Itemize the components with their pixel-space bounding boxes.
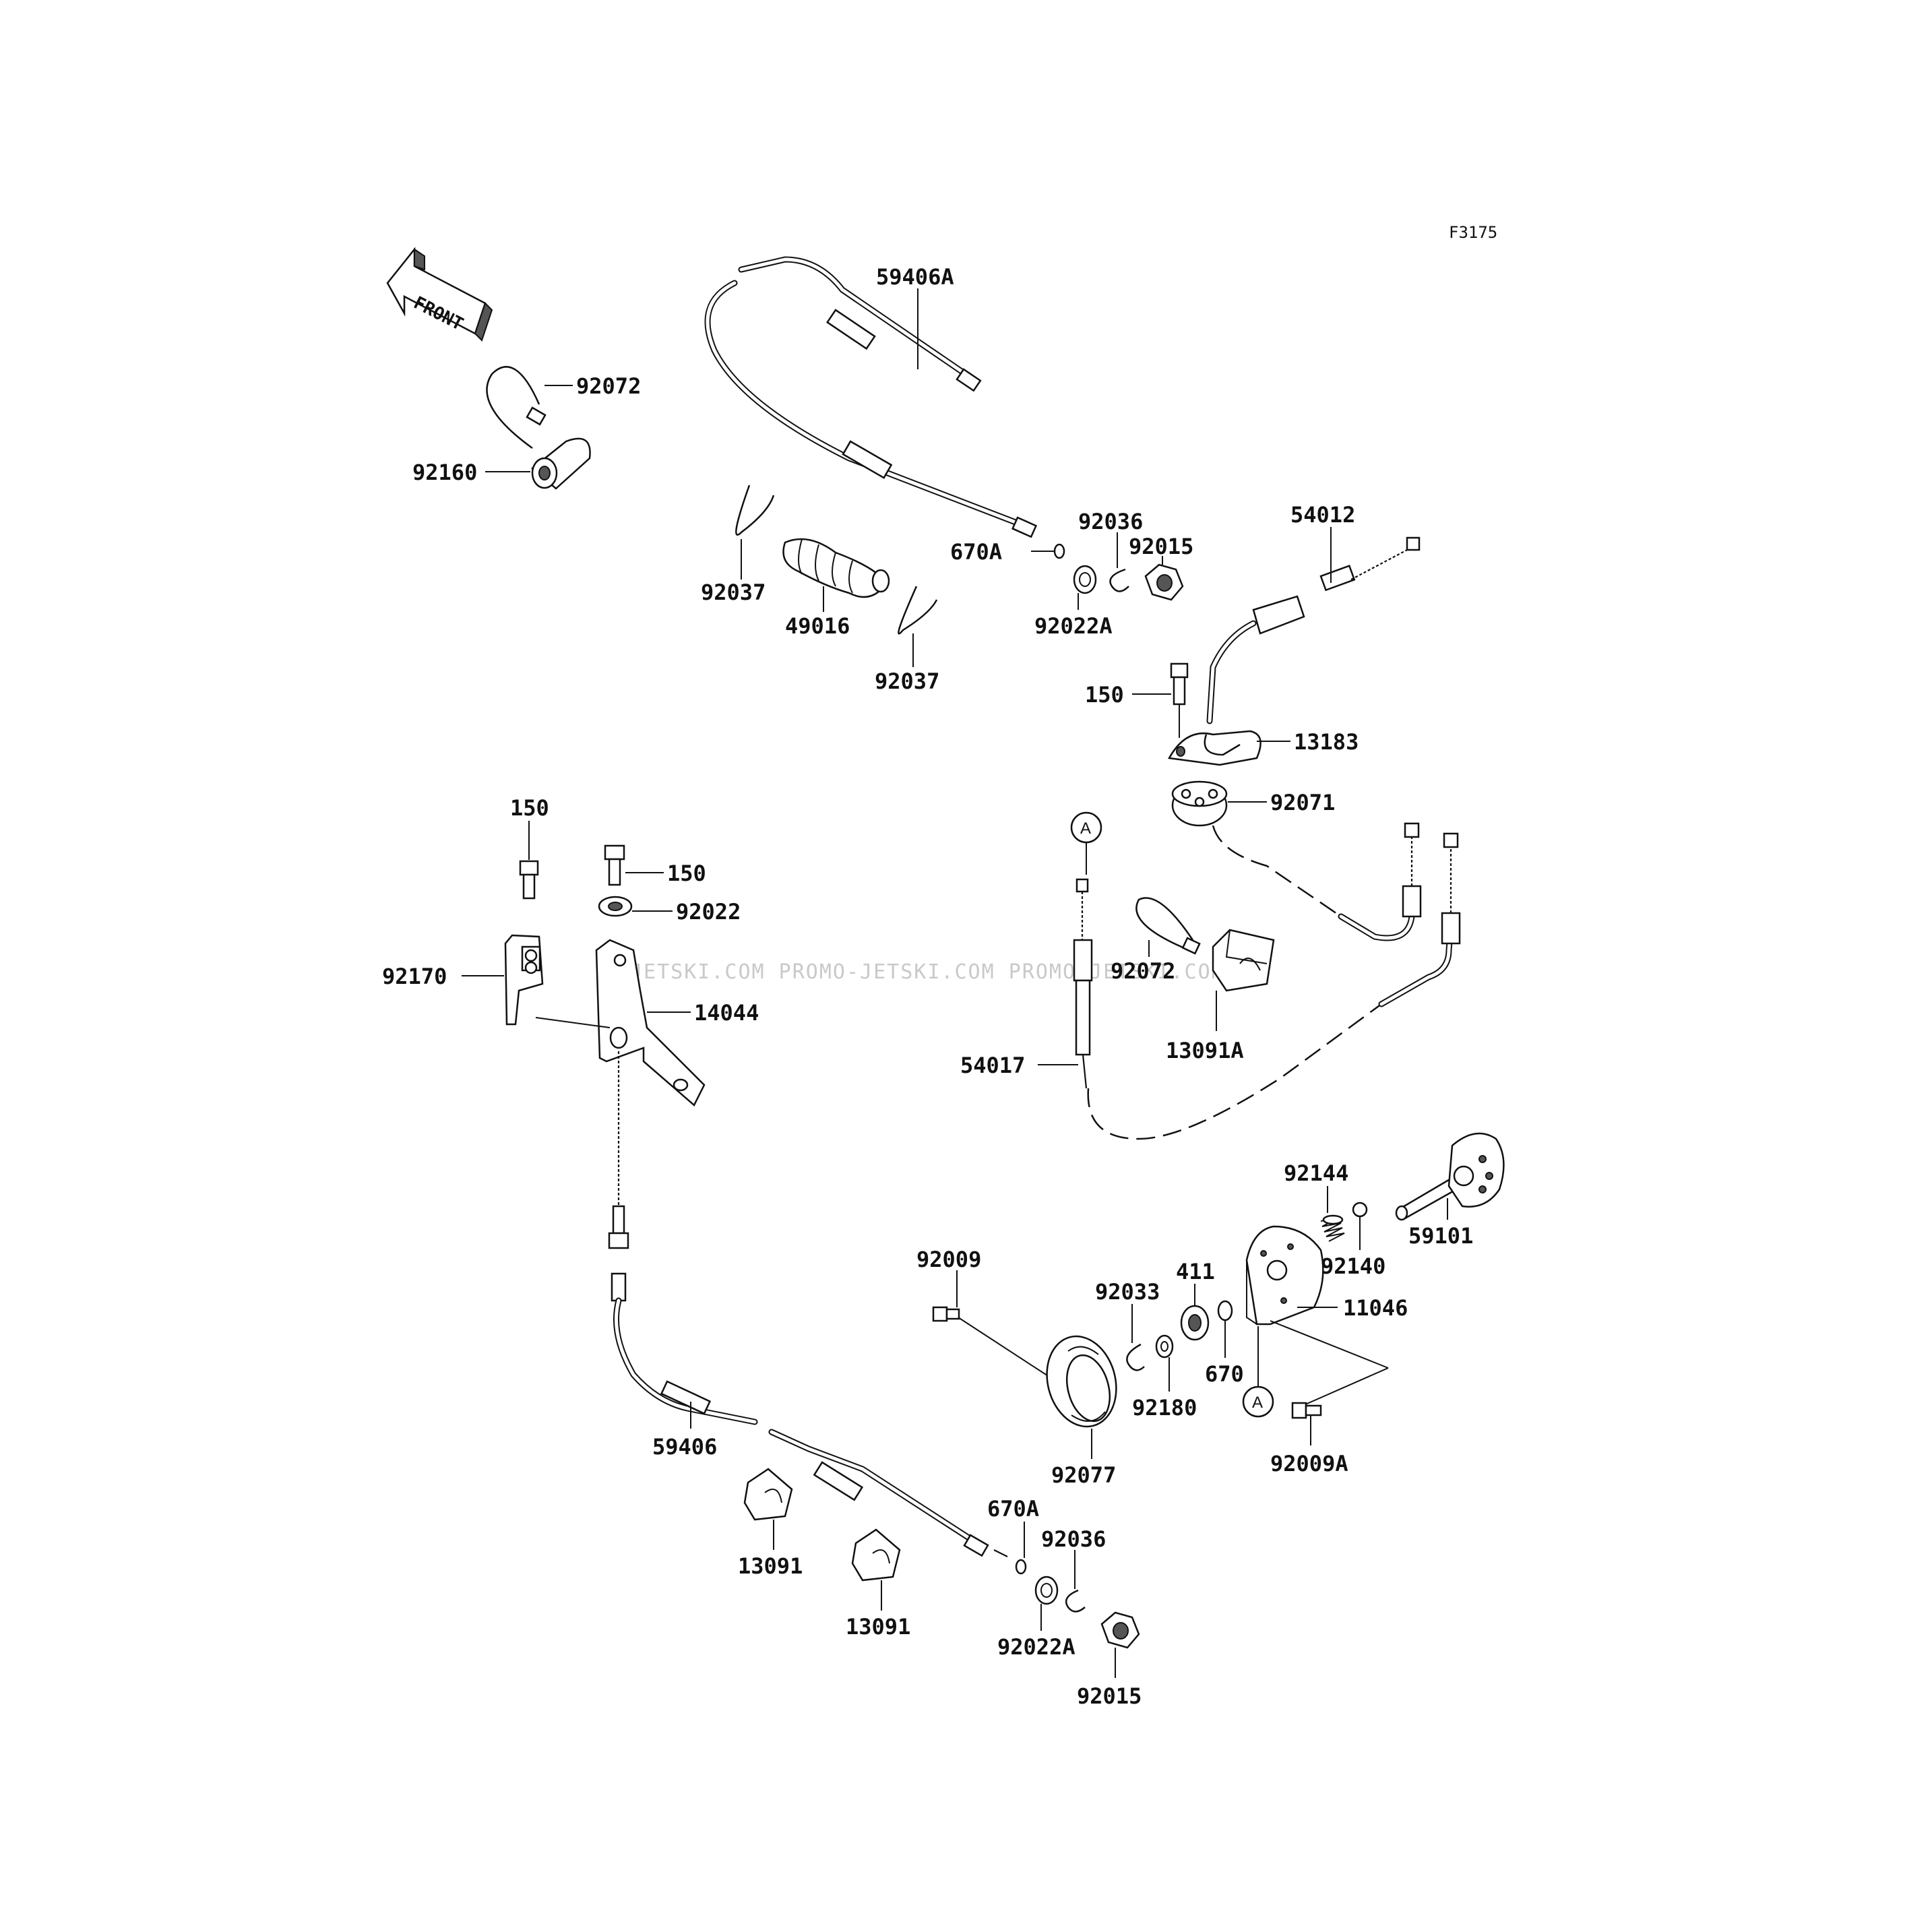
label-49016: 49016 <box>785 613 850 639</box>
label-92140: 92140 <box>1321 1253 1385 1279</box>
label-92170: 92170 <box>382 964 447 989</box>
washer-411-icon <box>1180 1305 1210 1341</box>
bolt-150-left-icon <box>519 860 539 900</box>
label-92009a: 92009A <box>1270 1451 1348 1476</box>
label-670a-top: 670A <box>950 539 1002 565</box>
label-13091a: 13091A <box>1166 1038 1244 1063</box>
knob-92077-icon <box>1046 1335 1117 1428</box>
cable-54017-drawing <box>1073 878 1093 1089</box>
nut-92015-top-icon <box>1144 563 1184 601</box>
label-92072-top: 92072 <box>576 373 641 399</box>
label-411: 411 <box>1176 1259 1215 1284</box>
washer-92022a-bottom-icon <box>1034 1576 1059 1605</box>
washer-92022a-top-icon <box>1073 565 1097 594</box>
watermark: JETSKI.COM PROMO-JETSKI.COM PROMO-JETSKI… <box>630 960 1225 984</box>
label-92036-bottom: 92036 <box>1041 1526 1106 1552</box>
label-92015-top: 92015 <box>1129 534 1193 559</box>
bracket-92170-icon <box>504 934 544 1026</box>
block-13091-b-icon <box>851 1528 901 1582</box>
eclip-92036-bottom-icon <box>1065 1589 1086 1613</box>
label-11046: 11046 <box>1343 1295 1408 1321</box>
oring-670a-bottom-icon <box>1015 1559 1027 1575</box>
screw-92009a-icon <box>1291 1402 1322 1419</box>
label-92037-a: 92037 <box>701 580 766 605</box>
cable-run-dashed <box>1212 825 1342 918</box>
label-59406a: 59406A <box>876 264 954 290</box>
label-13091-a: 13091 <box>738 1553 803 1579</box>
oring-670a-top-icon <box>1053 543 1065 559</box>
label-92015-bottom: 92015 <box>1077 1683 1142 1709</box>
clamp-92072-top-icon <box>486 366 540 449</box>
block-13091a-icon <box>1212 929 1275 992</box>
label-59101: 59101 <box>1408 1223 1473 1249</box>
ref-marker-a-bottom <box>1242 1385 1274 1418</box>
cable-run-dashed-lower <box>1087 1003 1382 1140</box>
washer-92180-icon <box>1155 1334 1174 1359</box>
label-14044: 14044 <box>694 1000 759 1026</box>
ref-marker-a-bottom-text: A <box>1252 1394 1263 1412</box>
label-92180: 92180 <box>1132 1395 1197 1421</box>
cable-59406a-drawing <box>704 256 1038 538</box>
label-150-right: 150 <box>1085 682 1124 708</box>
bracket-14044-icon <box>595 939 706 1107</box>
bracket-11046-icon <box>1245 1225 1324 1326</box>
clamp-92072-mid-icon <box>1135 897 1194 950</box>
label-92160: 92160 <box>412 460 477 485</box>
boot-49016-icon <box>782 538 890 598</box>
nut-92015-bottom-icon <box>1100 1611 1140 1649</box>
grommet-92071-icon <box>1171 780 1228 827</box>
spring-92144-icon <box>1320 1214 1345 1242</box>
label-59406: 59406 <box>652 1434 717 1460</box>
figure-code: F3175 <box>1449 223 1497 242</box>
block-13091-a-icon <box>743 1468 793 1521</box>
label-54017: 54017 <box>960 1053 1025 1078</box>
label-670: 670 <box>1205 1361 1244 1387</box>
eclip-92036-top-icon <box>1109 568 1129 592</box>
screw-92009-icon <box>932 1306 960 1322</box>
clip-92037-b-icon <box>898 586 938 635</box>
ball-92140-icon <box>1352 1202 1368 1218</box>
label-92071: 92071 <box>1270 790 1335 815</box>
bolt-150-right-icon <box>1170 662 1189 706</box>
label-13091-b: 13091 <box>846 1614 910 1640</box>
lever-59101-icon <box>1395 1132 1505 1221</box>
plate-13183-icon <box>1168 730 1261 766</box>
label-92022a-bottom: 92022A <box>997 1634 1076 1660</box>
label-92072-mid: 92072 <box>1111 958 1175 984</box>
label-150-left: 150 <box>510 795 549 821</box>
ref-marker-a-top-text: A <box>1080 819 1091 838</box>
oring-670-icon <box>1217 1300 1233 1321</box>
label-92036-top: 92036 <box>1078 509 1143 534</box>
grommet-92160-icon <box>531 437 591 490</box>
label-670a-bottom: 670A <box>987 1496 1039 1522</box>
label-92022: 92022 <box>676 899 741 925</box>
eclip-92033-icon <box>1126 1343 1145 1371</box>
label-92022a-top: 92022A <box>1034 613 1113 639</box>
front-arrow-icon: FRONT <box>386 247 493 342</box>
label-92144: 92144 <box>1284 1160 1348 1186</box>
label-150-mid: 150 <box>667 861 706 886</box>
washer-92022-icon <box>598 896 633 917</box>
label-92077: 92077 <box>1051 1462 1116 1488</box>
label-92033: 92033 <box>1095 1279 1160 1305</box>
label-92037-b: 92037 <box>875 668 939 694</box>
label-13183: 13183 <box>1294 729 1359 755</box>
cable-59406-drawing <box>608 1051 1008 1557</box>
cable-54012-drawing <box>1206 536 1421 724</box>
label-54012: 54012 <box>1290 502 1355 528</box>
label-92009: 92009 <box>916 1247 981 1272</box>
bolt-150-mid-icon <box>604 844 625 886</box>
clip-92037-a-icon <box>735 485 775 536</box>
